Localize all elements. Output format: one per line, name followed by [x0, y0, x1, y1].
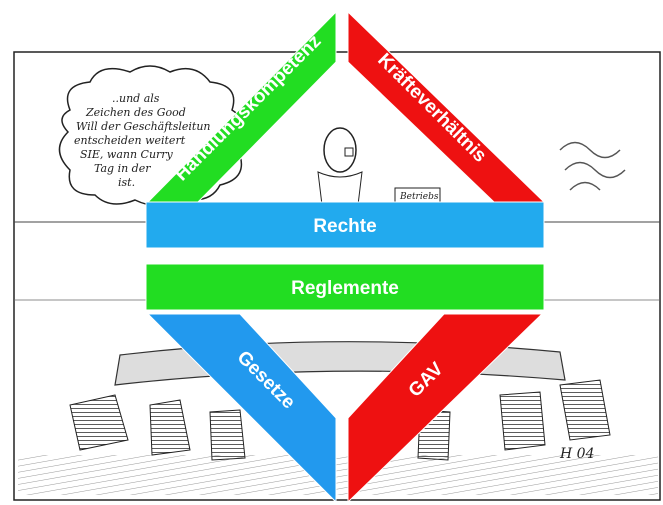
- speech-line-1: ..und als: [112, 92, 160, 105]
- signature: H 04: [559, 446, 594, 462]
- bar-reglemente: [145, 263, 545, 311]
- speech-line-6: Tag in der: [94, 162, 151, 175]
- sign-text: Betriebs: [399, 192, 439, 202]
- band-gesetze: [146, 313, 337, 504]
- chair-right: [559, 379, 611, 441]
- speech-line-2: Zeichen des Good: [85, 106, 186, 119]
- speech-line-4: entscheiden weitert: [74, 134, 186, 147]
- steam-swirl: [559, 141, 626, 191]
- label-reglemente: Reglemente: [291, 278, 399, 299]
- person-center: [317, 127, 363, 206]
- cartoon-background: Betriebs H 04: [13, 51, 661, 501]
- band-gav: [347, 313, 544, 504]
- diamond-diagram: [145, 10, 546, 504]
- speech-line-5: SIE, wann Curry: [80, 148, 174, 161]
- speech-line-3: Will der Geschäftsleitun: [76, 120, 211, 133]
- chair-left: [69, 394, 129, 451]
- speech-line-7: ist.: [118, 176, 135, 189]
- label-rechte: Rechte: [313, 216, 376, 237]
- bar-rechte: [145, 201, 545, 249]
